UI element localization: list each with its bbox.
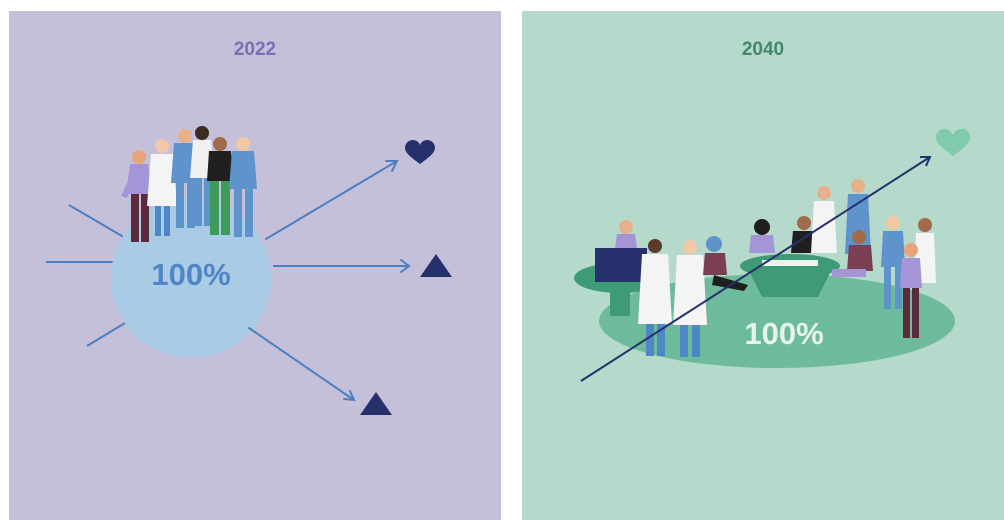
rising-arrow: [580, 156, 931, 382]
triangle-icon: [420, 254, 452, 277]
panel-2040: 2040: [522, 11, 1004, 520]
monitor: [595, 248, 647, 282]
percentage-label-2040: 100%: [744, 316, 824, 351]
year-label-2022: 2022: [233, 39, 277, 60]
panel-2022: 2022: [9, 11, 501, 520]
healthcare-team-group: [121, 126, 257, 242]
percentage-label-2022: 100%: [151, 257, 231, 292]
incoming-line: [68, 204, 128, 240]
arrow-to-heart: [265, 160, 398, 240]
base-circle: [111, 198, 271, 358]
illustration-2022: [46, 126, 452, 415]
healthcare-team-group: [615, 179, 936, 357]
year-label-2040: 2040: [741, 39, 785, 60]
incoming-line: [86, 319, 131, 347]
illustration-2040: [574, 129, 970, 382]
heart-icon: [936, 129, 970, 156]
triangle-icon: [360, 392, 392, 415]
arrow-to-triangle-lower: [248, 327, 355, 401]
heart-icon: [405, 140, 435, 164]
